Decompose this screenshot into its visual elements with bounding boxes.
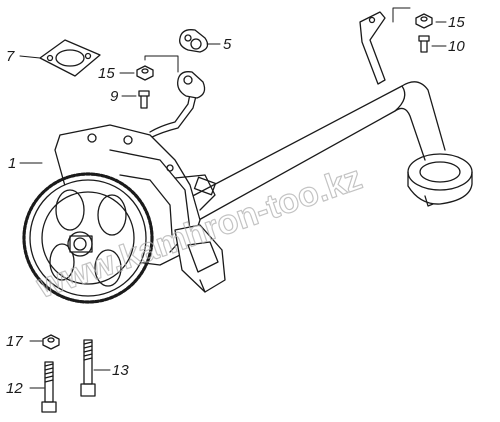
callout-17: 17 (6, 333, 23, 350)
pipe-bracket (359, 11, 386, 85)
gasket-part (39, 39, 101, 77)
oil-strainer (407, 153, 473, 207)
stud-12 (41, 361, 57, 413)
nut-15-right (415, 13, 433, 29)
bolt-9 (138, 90, 150, 109)
callout-1: 1 (8, 155, 16, 172)
callout-7: 7 (6, 48, 15, 65)
callout-13: 13 (112, 362, 129, 379)
pipe-flange-part (177, 71, 206, 99)
callout-15-left: 15 (98, 65, 115, 82)
callout-9: 9 (110, 88, 119, 105)
nut-15-left (136, 65, 154, 81)
flange-plate-part (179, 29, 209, 53)
pressure-line (149, 93, 197, 139)
callout-12: 12 (6, 380, 23, 397)
bolt-10 (418, 35, 430, 53)
relief-valve (174, 224, 226, 293)
suction-pipe (184, 81, 446, 222)
leader-bracket-left (144, 55, 179, 73)
leader-lines (19, 21, 447, 389)
callout-10: 10 (448, 38, 465, 55)
callout-15-right: 15 (448, 14, 465, 31)
callout-labels: 7 5 15 9 15 10 1 17 12 13 (6, 14, 465, 397)
nut-17 (42, 334, 60, 350)
leader-bracket-right (392, 7, 411, 23)
drive-gear (22, 172, 154, 304)
stud-13 (80, 339, 96, 397)
callout-5: 5 (223, 36, 232, 53)
